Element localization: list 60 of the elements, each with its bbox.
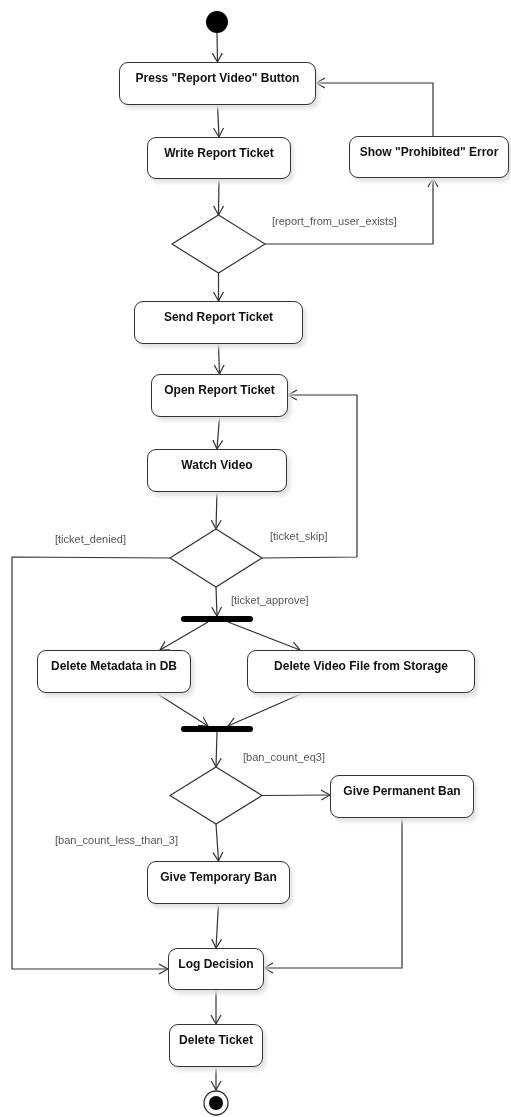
action-label: Open Report Ticket bbox=[164, 383, 275, 397]
action-box bbox=[151, 374, 288, 417]
arrow bbox=[159, 621, 209, 651]
action-box bbox=[147, 861, 290, 904]
arrow bbox=[210, 731, 222, 768]
guard-label: [ban_count_eq3] bbox=[243, 751, 325, 764]
action-box bbox=[119, 62, 316, 105]
guard-label: [report_from_user_exists] bbox=[272, 215, 397, 228]
action-label: Delete Ticket bbox=[179, 1033, 253, 1047]
action-box bbox=[134, 301, 303, 344]
arrow bbox=[210, 989, 222, 1025]
arrow bbox=[212, 823, 224, 862]
decision-diamond bbox=[172, 215, 265, 273]
action-label: Log Decision bbox=[178, 957, 254, 971]
arrow bbox=[213, 178, 225, 216]
decision-diamond bbox=[170, 529, 262, 587]
arrow bbox=[264, 177, 439, 245]
action-label: Send Report Ticket bbox=[163, 310, 274, 324]
final-node bbox=[203, 1090, 229, 1116]
action-label: Delete Metadata in DB bbox=[51, 659, 177, 673]
action-box bbox=[330, 775, 474, 818]
action-box bbox=[247, 650, 475, 693]
guard-label: [ticket_denied] bbox=[55, 533, 126, 546]
arrow bbox=[261, 789, 331, 801]
action-label: Press "Report Video" Button bbox=[135, 71, 300, 85]
arrow bbox=[155, 692, 209, 727]
action-label: Delete Video File from Storage bbox=[274, 659, 448, 673]
guard-label: [ticket_skip] bbox=[270, 530, 328, 543]
action-box bbox=[147, 137, 291, 179]
arrow bbox=[210, 1066, 222, 1091]
arrow bbox=[227, 621, 301, 652]
initial-node bbox=[206, 11, 228, 33]
action-label: Give Permanent Ban bbox=[343, 784, 461, 798]
arrow bbox=[261, 389, 358, 559]
arrow bbox=[211, 586, 223, 617]
arrow bbox=[212, 272, 225, 302]
guard-label: [ticket_approve] bbox=[231, 594, 309, 607]
arrow bbox=[11, 556, 171, 975]
arrow bbox=[211, 32, 223, 63]
arrow bbox=[210, 903, 223, 949]
fork-bar bbox=[181, 616, 253, 622]
action-box bbox=[37, 650, 191, 693]
action-box bbox=[169, 1024, 263, 1067]
fork-bar bbox=[181, 726, 253, 732]
action-label: Show "Prohibited" Error bbox=[359, 145, 499, 159]
arrow bbox=[210, 491, 222, 530]
arrow bbox=[227, 692, 304, 728]
arrow bbox=[212, 416, 224, 450]
action-label: Watch Video bbox=[181, 458, 253, 472]
arrow bbox=[315, 77, 434, 137]
action-box bbox=[147, 449, 287, 492]
action-box bbox=[349, 136, 509, 178]
decision-diamond bbox=[170, 767, 262, 824]
guard-label: [ban_count_less_than_3] bbox=[55, 834, 178, 847]
arrow bbox=[213, 104, 225, 138]
arrow bbox=[213, 343, 225, 375]
arrow bbox=[263, 817, 403, 974]
action-label: Give Temporary Ban bbox=[160, 870, 277, 884]
action-box bbox=[168, 948, 264, 990]
action-label: Write Report Ticket bbox=[164, 146, 274, 160]
